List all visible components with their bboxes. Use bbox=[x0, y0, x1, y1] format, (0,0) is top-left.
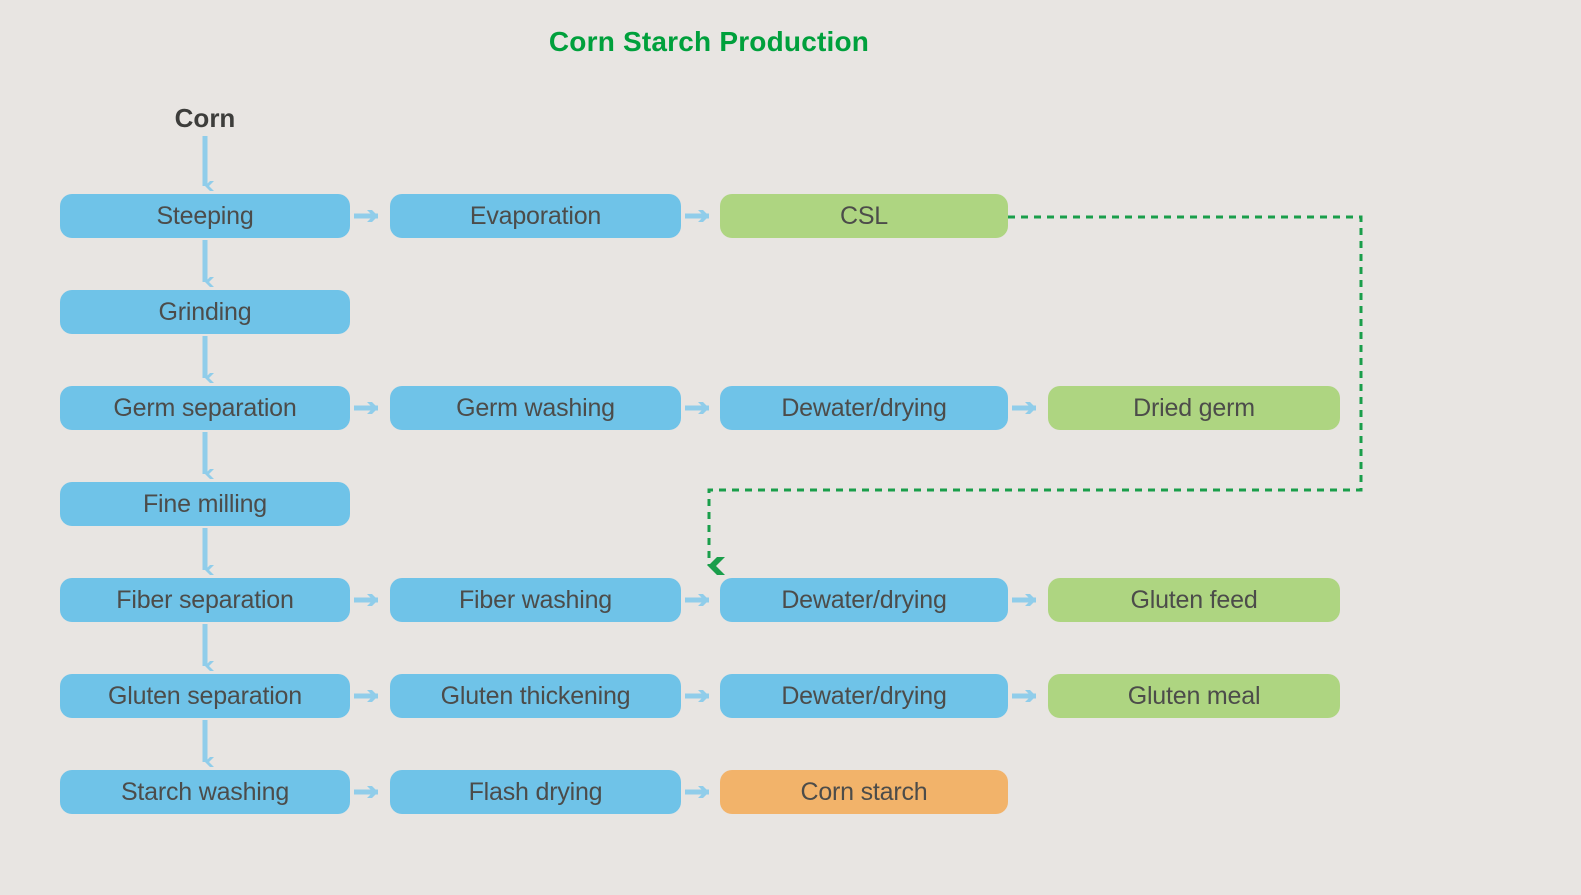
node-gluten-separation[interactable]: Gluten separation bbox=[60, 674, 350, 718]
node-csl[interactable]: CSL bbox=[720, 194, 1008, 238]
node-label: Flash drying bbox=[468, 777, 603, 806]
node-label: Dewater/drying bbox=[781, 393, 947, 422]
node-grinding[interactable]: Grinding bbox=[60, 290, 350, 334]
node-germ-separation[interactable]: Germ separation bbox=[60, 386, 350, 430]
node-label: Fiber separation bbox=[116, 585, 294, 614]
node-gluten-thickening[interactable]: Gluten thickening bbox=[390, 674, 681, 718]
node-label: Evaporation bbox=[469, 201, 602, 230]
node-label: Germ washing bbox=[456, 393, 615, 422]
input-label-corn: Corn bbox=[174, 103, 236, 133]
node-label: Gluten thickening bbox=[440, 681, 631, 710]
node-label: Fiber washing bbox=[458, 585, 613, 614]
node-label: Germ separation bbox=[113, 393, 297, 422]
node-label: Gluten meal bbox=[1127, 681, 1261, 710]
node-dewater-drying-germ[interactable]: Dewater/drying bbox=[720, 386, 1008, 430]
node-steeping[interactable]: Steeping bbox=[60, 194, 350, 238]
node-label: CSL bbox=[839, 201, 889, 230]
node-starch-washing[interactable]: Starch washing bbox=[60, 770, 350, 814]
node-label: Starch washing bbox=[120, 777, 290, 806]
node-fine-milling[interactable]: Fine milling bbox=[60, 482, 350, 526]
node-label: Fine milling bbox=[142, 489, 268, 518]
node-label: Grinding bbox=[158, 297, 252, 326]
node-label: Dried germ bbox=[1133, 393, 1255, 422]
node-fiber-washing[interactable]: Fiber washing bbox=[390, 578, 681, 622]
node-label: Gluten separation bbox=[108, 681, 302, 710]
node-label: Steeping bbox=[156, 201, 254, 230]
node-fiber-separation[interactable]: Fiber separation bbox=[60, 578, 350, 622]
node-label: Dewater/drying bbox=[781, 681, 947, 710]
node-evaporation[interactable]: Evaporation bbox=[390, 194, 681, 238]
node-label: Gluten feed bbox=[1130, 585, 1258, 614]
node-dewater-drying-gluten[interactable]: Dewater/drying bbox=[720, 674, 1008, 718]
node-germ-washing[interactable]: Germ washing bbox=[390, 386, 681, 430]
page-title: Corn Starch Production bbox=[548, 26, 870, 57]
node-gluten-feed[interactable]: Gluten feed bbox=[1048, 578, 1340, 622]
node-label: Dewater/drying bbox=[781, 585, 947, 614]
node-flash-drying[interactable]: Flash drying bbox=[390, 770, 681, 814]
node-label: Corn starch bbox=[800, 777, 928, 806]
node-dewater-drying-fiber[interactable]: Dewater/drying bbox=[720, 578, 1008, 622]
node-corn-starch[interactable]: Corn starch bbox=[720, 770, 1008, 814]
node-gluten-meal[interactable]: Gluten meal bbox=[1048, 674, 1340, 718]
node-dried-germ[interactable]: Dried germ bbox=[1048, 386, 1340, 430]
